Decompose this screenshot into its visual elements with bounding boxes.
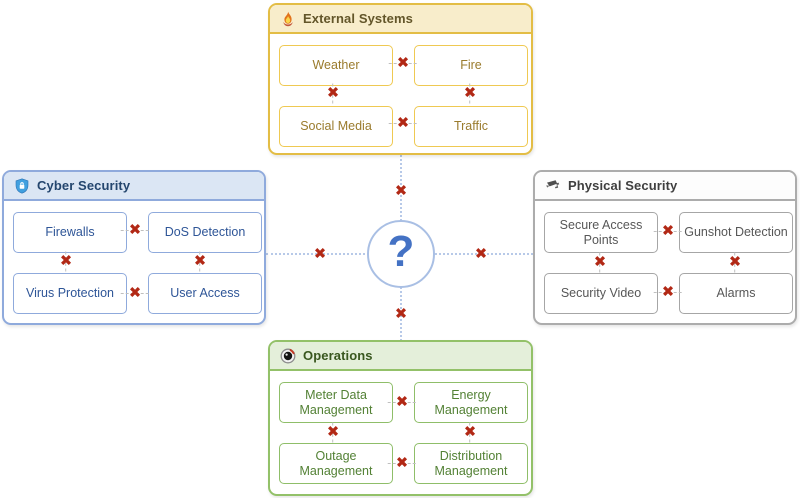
node-outage-management: Outage Management xyxy=(279,443,393,484)
broken-link-icon: ✖ xyxy=(728,252,742,271)
broken-link-icon: ✖ xyxy=(474,244,488,263)
panel-header: Physical Security xyxy=(535,172,795,201)
node-weather: Weather xyxy=(279,45,393,86)
broken-link-icon: ✖ xyxy=(661,282,675,301)
panel-title: Operations xyxy=(303,348,373,363)
broken-link-icon: ✖ xyxy=(593,252,607,271)
broken-link-icon: ✖ xyxy=(326,83,340,102)
broken-link-icon: ✖ xyxy=(396,53,410,72)
panel-title: External Systems xyxy=(303,11,413,26)
node-virus-protection: Virus Protection xyxy=(13,273,127,314)
panel-header: Cyber Security xyxy=(4,172,264,201)
node-dos-detection: DoS Detection xyxy=(148,212,262,253)
panel-header: External Systems xyxy=(270,5,531,34)
broken-link-icon: ✖ xyxy=(326,422,340,441)
broken-link-icon: ✖ xyxy=(661,221,675,240)
question-mark: ? xyxy=(387,226,415,276)
node-gunshot-detection: Gunshot Detection xyxy=(679,212,793,253)
broken-link-icon: ✖ xyxy=(463,422,477,441)
node-social-media: Social Media xyxy=(279,106,393,147)
camera-lens-icon xyxy=(279,347,296,364)
panel-title: Cyber Security xyxy=(37,178,131,193)
broken-link-icon: ✖ xyxy=(128,283,142,302)
node-user-access: User Access xyxy=(148,273,262,314)
flame-icon xyxy=(279,10,296,27)
broken-link-icon: ✖ xyxy=(394,304,408,323)
node-energy-management: Energy Management xyxy=(414,382,528,423)
broken-link-icon: ✖ xyxy=(395,453,409,472)
shield-lock-icon xyxy=(13,177,30,194)
node-security-video: Security Video xyxy=(544,273,658,314)
node-secure-access-points: Secure Access Points xyxy=(544,212,658,253)
node-distribution-management: Distribution Management xyxy=(414,443,528,484)
panel-header: Operations xyxy=(270,342,531,371)
security-camera-icon xyxy=(544,177,561,194)
panel-external-systems: External Systems Weather Fire Social Med… xyxy=(268,3,533,155)
broken-link-icon: ✖ xyxy=(128,220,142,239)
broken-link-icon: ✖ xyxy=(59,251,73,270)
panel-physical-security: Physical Security Secure Access Points G… xyxy=(533,170,797,325)
unknown-hub: ? xyxy=(367,220,435,288)
broken-link-icon: ✖ xyxy=(313,244,327,263)
node-alarms: Alarms xyxy=(679,273,793,314)
panel-cyber-security: Cyber Security Firewalls DoS Detection V… xyxy=(2,170,266,325)
broken-link-icon: ✖ xyxy=(395,392,409,411)
node-firewalls: Firewalls xyxy=(13,212,127,253)
panel-operations: Operations Meter Data Management Energy … xyxy=(268,340,533,496)
panel-title: Physical Security xyxy=(568,178,678,193)
broken-link-icon: ✖ xyxy=(463,83,477,102)
broken-link-icon: ✖ xyxy=(396,113,410,132)
node-fire: Fire xyxy=(414,45,528,86)
node-traffic: Traffic xyxy=(414,106,528,147)
broken-link-icon: ✖ xyxy=(193,251,207,270)
broken-link-icon: ✖ xyxy=(394,181,408,200)
node-meter-data-management: Meter Data Management xyxy=(279,382,393,423)
